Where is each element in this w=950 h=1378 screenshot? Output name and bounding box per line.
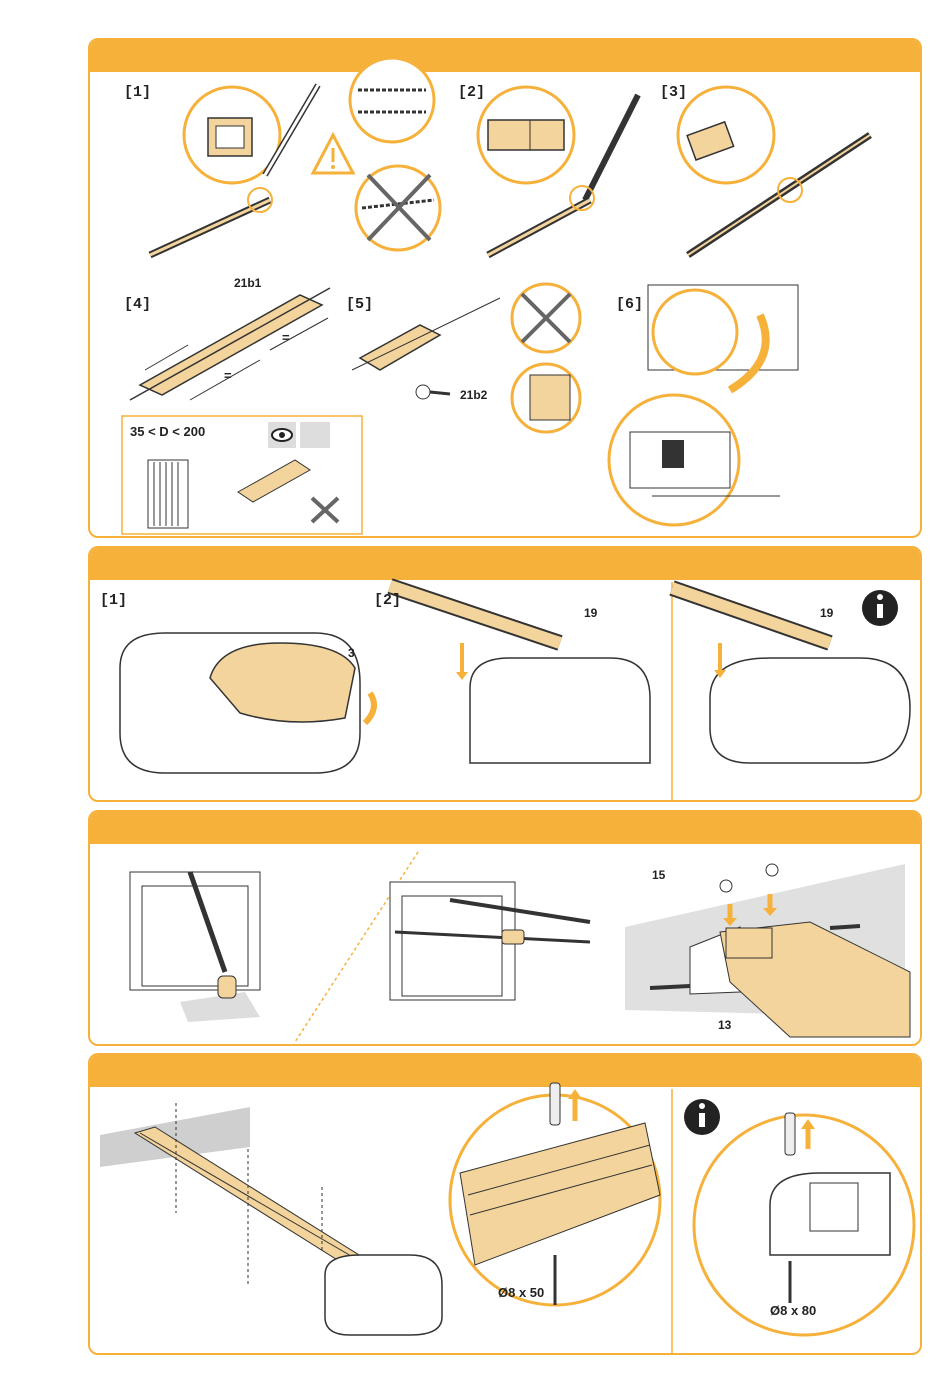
panel-bracket-mount: 15 13 [88,810,922,1046]
step-label-1: [1] [124,84,151,101]
callout-13: 13 [718,1018,731,1032]
rail-assembly-illustration [90,40,922,538]
step-label-5: [5] [346,296,373,313]
step-label-2: [2] [458,84,485,101]
callout-19: 19 [584,606,597,620]
callout-3: 3 [348,646,355,660]
callout-21b2: 21b2 [460,388,487,402]
step-label-4: [4] [124,296,151,313]
panel-motor-mount: [1] [2] 3 19 19 [88,546,922,802]
callout-19-b: 19 [820,606,833,620]
equal-sign-upper: = [282,330,290,345]
motor-mount-illustration [90,548,922,802]
panel-rail-assembly: [1] [2] [3] [4] [5] [6] 21b1 21b2 = = 35… [88,38,922,538]
step-label-1: [1] [100,592,127,609]
step-label-2: [2] [374,592,401,609]
plug-dimension-a: Ø8 x 50 [498,1285,544,1300]
step-label-6: [6] [616,296,643,313]
bracket-mount-illustration [90,812,922,1046]
equal-sign-lower: = [224,368,232,383]
inset-range-label: 35 < D < 200 [130,424,205,439]
panel-ceiling-mount: Ø8 x 50 Ø8 x 80 [88,1053,922,1355]
callout-21b1: 21b1 [234,276,261,290]
plug-dimension-b: Ø8 x 80 [770,1303,816,1318]
step-label-3: [3] [660,84,687,101]
callout-15: 15 [652,868,665,882]
